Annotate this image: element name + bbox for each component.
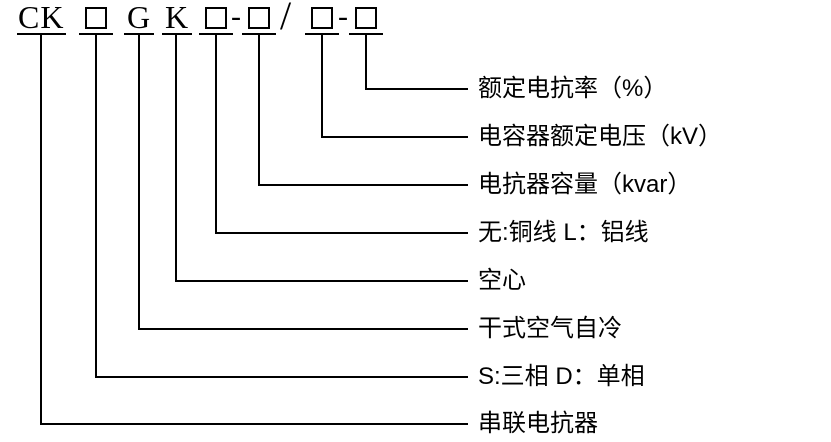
- label-phase-type: S:三相 D：单相: [478, 363, 645, 390]
- connector-reactor-capacity: [258, 34, 468, 186]
- dash-separator: -: [338, 0, 348, 33]
- label-series-reactor: 串联电抗器: [478, 410, 598, 437]
- code-series-prefix: CK: [18, 0, 65, 35]
- connector-reactance-rate: [365, 34, 468, 90]
- connector-phase-type: [95, 34, 468, 378]
- label-rated-reactance-rate: 额定电抗率（%）: [478, 75, 668, 102]
- label-cooling-type: 干式空气自冷: [478, 315, 622, 342]
- code-letter-g: G: [127, 0, 152, 35]
- label-air-core: 空心: [478, 267, 526, 294]
- connector-wire-material: [215, 34, 468, 234]
- placeholder-box-phase: [85, 7, 107, 29]
- connector-capacitor-voltage: [321, 34, 468, 138]
- placeholder-box-wire-material: [205, 7, 227, 29]
- code-letter-k: K: [165, 0, 190, 35]
- connector-cooling-type: [138, 34, 468, 330]
- connector-series-reactor: [40, 34, 468, 425]
- label-capacitor-rated-voltage: 电容器额定电压（kV）: [478, 123, 723, 150]
- slash-separator: /: [280, 0, 292, 38]
- placeholder-box-reactor-capacity: [248, 7, 270, 29]
- label-wire-material: 无:铜线 L：铝线: [478, 219, 649, 246]
- connector-air-core: [175, 34, 468, 282]
- label-reactor-capacity: 电抗器容量（kvar）: [478, 171, 692, 198]
- placeholder-box-capacitor-voltage: [311, 7, 333, 29]
- dash-separator: -: [231, 0, 241, 33]
- placeholder-box-reactance-rate: [355, 7, 377, 29]
